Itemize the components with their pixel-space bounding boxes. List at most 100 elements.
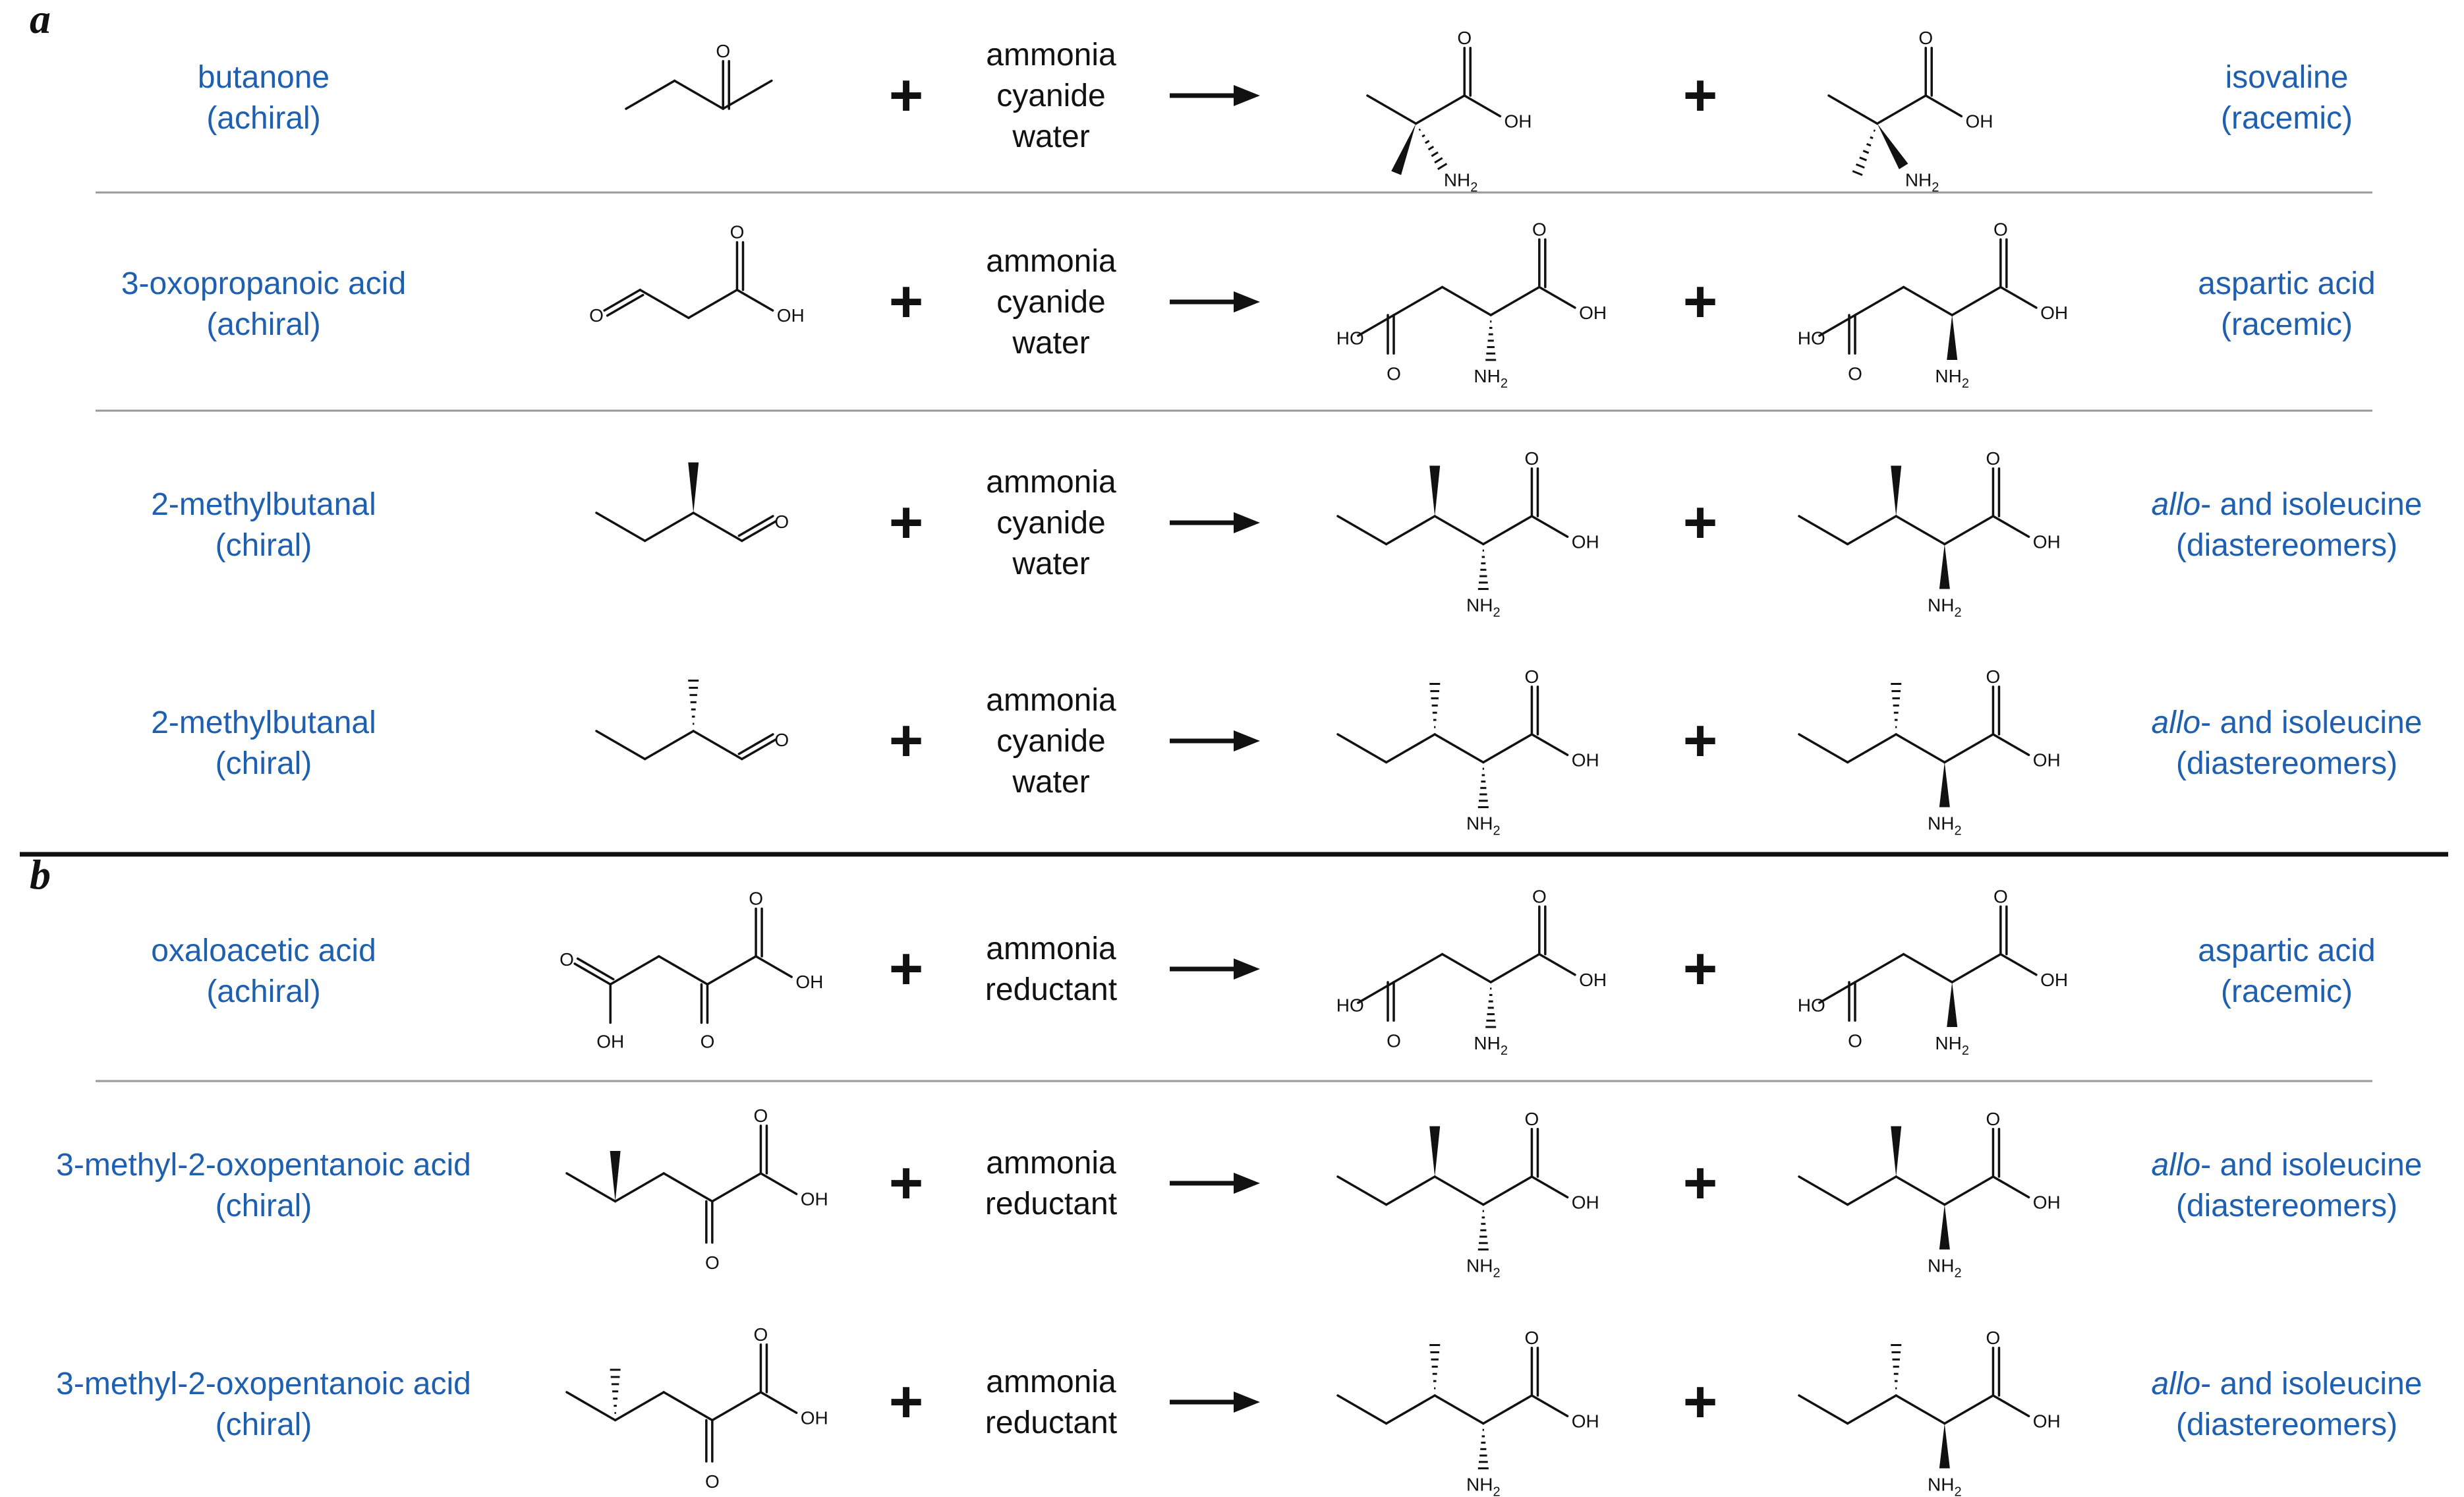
single-bond xyxy=(1482,515,1533,546)
single-bond xyxy=(565,1172,617,1203)
single-bond xyxy=(595,730,646,761)
reagent-label: cyanide xyxy=(996,78,1105,113)
amine-subscript: 2 xyxy=(1954,1485,1961,1497)
atom-label: O xyxy=(1848,363,1862,384)
substrate-name: 2-methylbutanal xyxy=(151,705,376,740)
single-bond xyxy=(706,955,757,985)
atom-label: OH xyxy=(777,305,805,326)
amine-subscript: 2 xyxy=(1493,1266,1500,1281)
single-bond xyxy=(662,1391,714,1422)
product-note: (diastereomers) xyxy=(2176,528,2397,563)
arrow-head xyxy=(1234,85,1260,106)
single-bond xyxy=(759,1172,798,1195)
product-note: (diastereomers) xyxy=(2176,1407,2397,1442)
wedge-bond xyxy=(1391,123,1416,175)
single-bond xyxy=(614,1391,665,1422)
hashed-bond xyxy=(1418,128,1448,170)
substrate-name: 3-methyl-2-oxopentanoic acid xyxy=(56,1366,471,1401)
atom-label: O xyxy=(774,512,789,532)
amine-nh: NH xyxy=(1935,1033,1961,1053)
atom-label: OH xyxy=(1572,1411,1599,1431)
atom-label: OH xyxy=(2033,531,2061,552)
single-bond xyxy=(735,289,774,312)
single-bond xyxy=(1336,1394,1388,1425)
product-note: (racemic) xyxy=(2221,307,2353,342)
plus-sign: + xyxy=(889,936,924,1002)
atom-label: O xyxy=(1387,363,1401,384)
hashed-bond xyxy=(610,1368,621,1415)
plus-sign: + xyxy=(889,63,924,129)
single-bond xyxy=(1854,953,1905,983)
amine-label: NH2 xyxy=(1928,1256,1962,1281)
substrate-structure: O xyxy=(595,680,789,761)
reagent-label: ammonia xyxy=(986,931,1116,966)
amine-nh: NH xyxy=(1935,366,1961,386)
atom-label: O xyxy=(1525,666,1539,687)
single-bond xyxy=(1336,733,1388,764)
wedge-bond xyxy=(1939,1204,1950,1250)
arrow-head xyxy=(1234,730,1260,751)
double-bond xyxy=(573,962,612,985)
amine-label: NH2 xyxy=(1466,813,1501,838)
wedge-bond xyxy=(610,1151,621,1202)
plus-sign: + xyxy=(1683,936,1718,1002)
hash-stroke xyxy=(1862,150,1870,154)
amine-subscript: 2 xyxy=(1470,181,1477,195)
plus-sign: + xyxy=(1683,63,1718,129)
product-note: (racemic) xyxy=(2221,974,2353,1009)
single-bond xyxy=(692,512,743,543)
substrate-note: (achiral) xyxy=(206,307,320,342)
single-bond xyxy=(1392,285,1444,316)
double-bond xyxy=(741,520,778,543)
hash-stroke xyxy=(1421,134,1425,138)
hashed-bond xyxy=(1891,683,1902,728)
product-name-main: - and isoleucine xyxy=(2200,487,2422,522)
single-bond xyxy=(722,79,773,110)
single-bond xyxy=(1482,733,1533,764)
atom-label: O xyxy=(589,305,604,326)
hashed-bond xyxy=(1477,1210,1489,1250)
reaction-row: 3-oxopropanoic acid(achiral)+ammoniacyan… xyxy=(121,244,2376,361)
hash-stroke xyxy=(1425,140,1430,144)
single-bond xyxy=(1366,94,1418,125)
panel-letter: b xyxy=(30,851,51,898)
product-name-prefix: allo xyxy=(2152,487,2201,522)
amine-label: NH2 xyxy=(1466,1256,1501,1281)
atom-label: OH xyxy=(2040,970,2068,990)
single-bond xyxy=(711,1172,762,1203)
single-bond xyxy=(1951,953,2002,983)
arrow-head xyxy=(1234,1392,1260,1413)
wedge-bond xyxy=(1939,1423,1950,1469)
atom-label: O xyxy=(754,1105,768,1126)
product-name: isovaline xyxy=(2225,60,2349,95)
reagent-label: reductant xyxy=(985,1405,1117,1440)
substrate-note: (chiral) xyxy=(215,1189,312,1223)
atom-label: OH xyxy=(596,1032,624,1052)
substrate-name: 3-oxopropanoic acid xyxy=(121,266,406,301)
amine-subscript: 2 xyxy=(1932,181,1939,195)
single-bond xyxy=(1991,733,2030,756)
single-bond xyxy=(609,955,660,985)
double-bond xyxy=(741,738,778,761)
plus-sign: + xyxy=(1683,1150,1718,1216)
plus-sign: + xyxy=(889,1369,924,1435)
reaction-arrow xyxy=(1170,85,1260,106)
single-bond xyxy=(643,512,695,543)
amine-label: NH2 xyxy=(1935,366,1969,391)
substrate-note: (achiral) xyxy=(206,101,320,136)
atom-label: O xyxy=(1525,1109,1539,1129)
amine-subscript: 2 xyxy=(1954,606,1961,620)
single-bond xyxy=(1854,285,1905,316)
reagent-label: reductant xyxy=(985,972,1117,1007)
hash-stroke xyxy=(1859,156,1868,161)
product-name: aspartic acid xyxy=(2198,933,2375,968)
hashed-bond xyxy=(1485,320,1497,361)
atom-label: HO xyxy=(1336,328,1364,348)
reaction-arrow xyxy=(1170,512,1260,533)
